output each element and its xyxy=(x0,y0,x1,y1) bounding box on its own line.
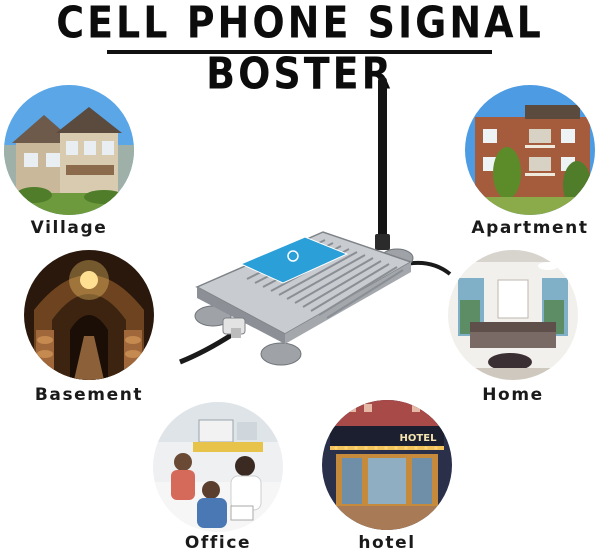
device-label xyxy=(239,236,349,284)
booster-front-side xyxy=(197,287,285,344)
page-title: CELL PHONE SIGNAL BOSTER xyxy=(56,0,544,99)
hotel-label: hotel xyxy=(358,533,416,553)
apartment-photo xyxy=(465,85,595,215)
mount-ear-bottom xyxy=(260,342,302,366)
input-cable xyxy=(179,331,235,365)
village-label: Village xyxy=(30,218,108,238)
basement-photo xyxy=(24,250,154,380)
home-photo xyxy=(448,250,578,380)
hotel-photo: HOTEL xyxy=(322,400,452,530)
title-underline xyxy=(107,50,492,54)
booster-right-side xyxy=(285,262,411,344)
apartment-label: Apartment xyxy=(471,218,589,238)
n-connector xyxy=(222,317,246,338)
basement-label: Basement xyxy=(34,385,144,405)
office-label: Office xyxy=(184,533,252,553)
village-photo xyxy=(4,85,134,215)
brand-logo-icon xyxy=(287,250,299,262)
signal-booster-device xyxy=(179,77,452,366)
antenna xyxy=(375,77,390,250)
home-label: Home xyxy=(482,385,544,405)
office-photo xyxy=(153,402,283,532)
hotel-sign-text: HOTEL xyxy=(400,433,438,444)
